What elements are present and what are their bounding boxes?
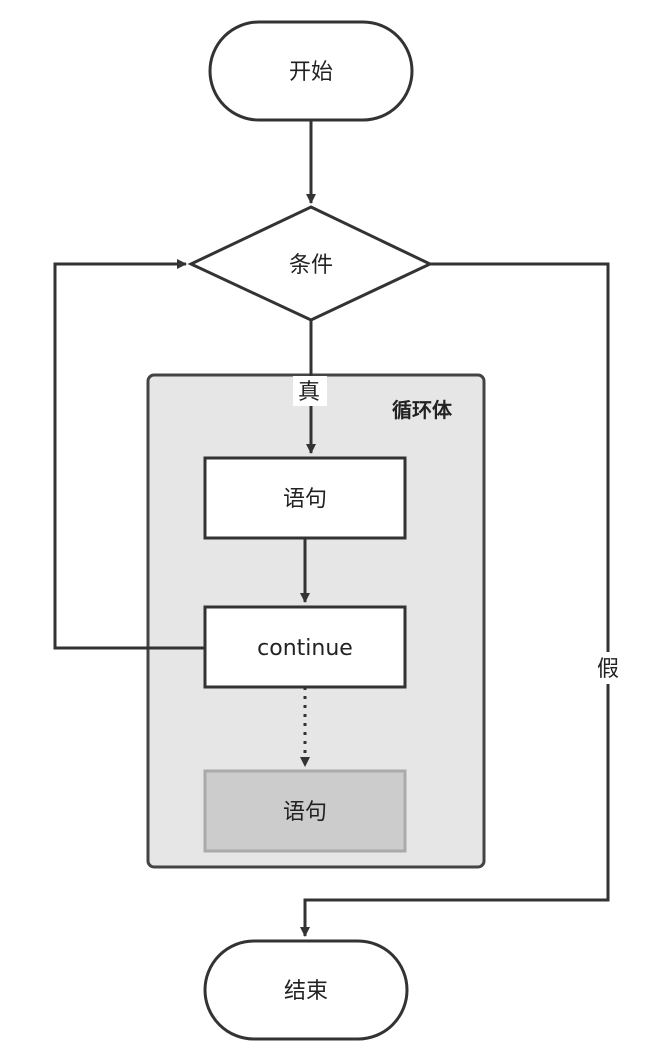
end-label: 结束 xyxy=(284,979,328,1004)
loop-body-label: 循环体 xyxy=(392,398,453,422)
start-label: 开始 xyxy=(289,60,333,85)
true-label-background xyxy=(293,376,327,406)
continue-node xyxy=(203,605,407,689)
end-node xyxy=(203,939,409,1041)
false-label: 假 xyxy=(597,657,619,682)
condition-label: 条件 xyxy=(289,253,333,278)
edge-condition-to-end-false xyxy=(300,262,610,937)
statement-node-2 xyxy=(203,769,407,853)
false-label-background xyxy=(593,652,623,684)
statement-2-label: 语句 xyxy=(283,800,327,825)
statement-1-label: 语句 xyxy=(283,487,327,512)
true-label: 真 xyxy=(298,380,320,405)
continue-label: continue xyxy=(257,636,353,661)
edge-continue-back-to-condition xyxy=(53,259,205,650)
